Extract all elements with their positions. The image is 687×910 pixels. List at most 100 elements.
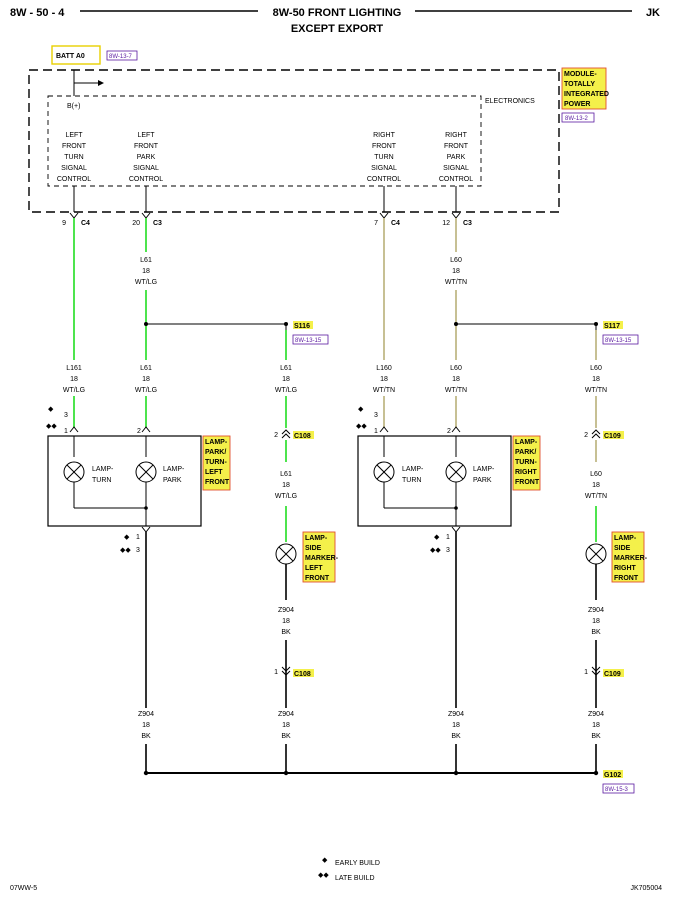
batt-ref-box[interactable]	[106, 50, 138, 61]
s116-label: S116	[294, 323, 310, 330]
connector-label: C4	[81, 220, 90, 227]
wire-color: WT/LG	[135, 387, 157, 394]
s116-ref-box[interactable]	[292, 334, 329, 345]
pin-number: 1	[274, 669, 278, 676]
connector-chevron-icon	[591, 433, 601, 439]
s117-ref-box[interactable]	[602, 334, 639, 345]
control-line: SIGNAL	[61, 165, 87, 172]
lamp-assy-line: PARK/	[515, 449, 536, 456]
control-line: TURN	[64, 154, 83, 161]
s117-label: S117	[604, 323, 620, 330]
lamp-assy-line: LEFT	[205, 469, 223, 476]
control-line: FRONT	[444, 143, 469, 150]
s116-ref[interactable]: 8W-13-15	[295, 338, 322, 344]
side-marker-line: SIDE	[305, 545, 322, 552]
side-marker-line: LEFT	[305, 565, 323, 572]
lamp-label: LAMP-	[163, 466, 185, 473]
pin-number: 9	[62, 220, 66, 227]
s117-ref[interactable]: 8W-13-15	[605, 338, 632, 344]
wire-color: BK	[591, 733, 601, 740]
late-build-icon: ◆◆	[430, 547, 441, 554]
control-line: LEFT	[137, 132, 155, 139]
control-line: CONTROL	[439, 176, 473, 183]
connector-chevron-icon	[379, 212, 389, 219]
module-tipm-outline	[28, 69, 560, 213]
module-ref-box[interactable]	[561, 112, 595, 123]
control-line: TURN	[374, 154, 393, 161]
wire-code: L160	[376, 365, 392, 372]
lamp-turn-right-bulb-icon	[373, 461, 395, 483]
lamp-assy-line: FRONT	[205, 479, 230, 486]
wire-code: L61	[140, 257, 152, 264]
wire-color: BK	[281, 733, 291, 740]
wire-gauge: 18	[142, 376, 150, 383]
wire-color: BK	[141, 733, 151, 740]
splice-dot	[144, 506, 148, 510]
batt-label: BATT A0	[56, 53, 85, 60]
connector-chevron-icon	[379, 426, 389, 433]
pin-number: 1	[584, 669, 588, 676]
pin-number: 1	[374, 428, 378, 435]
left-lamp-assembly-box	[47, 435, 202, 527]
wire-code: Z904	[588, 711, 604, 718]
pin-number: 3	[136, 547, 140, 554]
wire-code: L60	[590, 365, 602, 372]
splice-dot	[284, 322, 288, 326]
wire-color: WT/TN	[585, 493, 607, 500]
lamp-park-right-bulb-icon	[445, 461, 467, 483]
lamp-assy-line: TURN-	[515, 459, 537, 466]
wire-color: BK	[591, 629, 601, 636]
wire-code: L60	[590, 471, 602, 478]
batt-ref[interactable]: 8W-13-7	[109, 54, 133, 60]
wire-color: WT/LG	[63, 387, 85, 394]
lamp-assy-line: LAMP-	[515, 439, 538, 446]
model-code: JK	[646, 7, 660, 19]
footer-right: JK705004	[630, 885, 662, 892]
control-line: SIGNAL	[133, 165, 159, 172]
pin-number: 3	[374, 412, 378, 419]
side-marker-line: MARKER-	[305, 555, 339, 562]
bplus-arrow-icon	[98, 80, 104, 86]
wire-label-l61-top: L61 18 WT/LG	[135, 257, 157, 286]
late-build-icon: ◆◆	[120, 547, 131, 554]
wire-gauge: 18	[380, 376, 388, 383]
control-line: FRONT	[134, 143, 159, 150]
early-build-icon: ◆	[124, 534, 130, 541]
control-right-front-turn: RIGHT FRONT TURN SIGNAL CONTROL	[367, 132, 401, 183]
module-ref[interactable]: 8W-13-2	[565, 116, 589, 122]
pin-number: 20	[132, 220, 140, 227]
connector-chevron-icon	[591, 670, 601, 676]
legend-late: LATE BUILD	[335, 875, 375, 882]
wire-code: Z904	[448, 711, 464, 718]
control-right-front-park: RIGHT FRONT PARK SIGNAL CONTROL	[439, 132, 473, 183]
connector-chevron-icon	[451, 212, 461, 219]
control-line: PARK	[447, 154, 466, 161]
wire-label-z904-marker-left: Z904 18 BK	[278, 607, 294, 636]
wire-code: L61	[280, 365, 292, 372]
wire-label-l61-lp: L61 18 WT/LG	[135, 365, 157, 394]
wire-color: WT/TN	[585, 387, 607, 394]
connector-chevron-icon	[141, 212, 151, 219]
lamp-assy-line: LAMP-	[205, 439, 228, 446]
wire-gauge: 18	[282, 618, 290, 625]
g102-ref[interactable]: 8W-15-3	[605, 787, 629, 793]
wire-code: L60	[450, 365, 462, 372]
page-number: 8W - 50 - 4	[10, 7, 65, 19]
bplus-label: B(+)	[67, 103, 80, 110]
wire-color: WT/LG	[275, 493, 297, 500]
wire-label-z904-3: Z904 18 BK	[448, 711, 464, 740]
wire-gauge: 18	[592, 618, 600, 625]
pin-number: 3	[64, 412, 68, 419]
wire-gauge: 18	[142, 268, 150, 275]
lamp-label: LAMP-	[473, 466, 495, 473]
control-line: SIGNAL	[371, 165, 397, 172]
c109-label: C109	[604, 433, 621, 440]
wire-label-l61-sm: L61 18 WT/LG	[275, 365, 297, 394]
c109-highlight	[603, 431, 624, 439]
wire-gauge: 18	[282, 722, 290, 729]
pin-number: 1	[446, 534, 450, 541]
wire-color: WT/TN	[373, 387, 395, 394]
wire-label-z904-marker-right: Z904 18 BK	[588, 607, 604, 636]
g102-ref-box[interactable]	[602, 783, 635, 794]
module-label-box	[561, 67, 607, 110]
